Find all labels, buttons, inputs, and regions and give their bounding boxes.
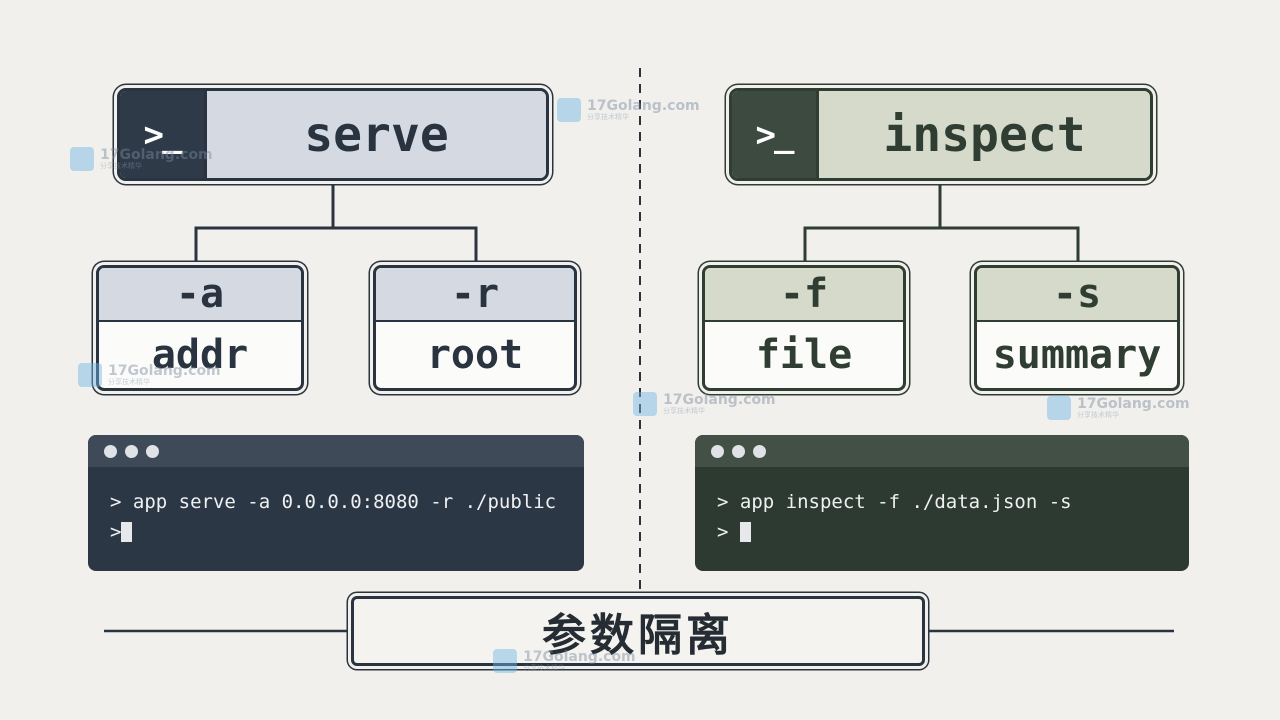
flag-box-s: -s summary: [974, 265, 1180, 391]
right-tree-connector: [803, 184, 1080, 266]
watermark-logo-icon: [70, 147, 94, 171]
watermark-logo-icon: [1047, 396, 1071, 420]
flag-value: root: [426, 332, 524, 378]
terminal-output: > app inspect -f ./data.json -s >: [695, 467, 1189, 547]
terminal-prompt-line: >: [110, 521, 122, 543]
window-dot-icon: [104, 444, 117, 458]
cursor-icon: [739, 522, 751, 542]
flag-key: -f: [705, 268, 903, 322]
serve-terminal-window: > app serve -a 0.0.0.0:8080 -r ./public …: [88, 435, 584, 571]
flag-value: summary: [992, 332, 1162, 378]
terminal-output: > app serve -a 0.0.0.0:8080 -r ./public …: [88, 467, 584, 547]
cursor-icon: [121, 522, 133, 542]
flag-box-r: -r root: [373, 265, 577, 391]
flag-key: -s: [977, 268, 1177, 322]
command-name: inspect: [816, 91, 1150, 178]
watermark-logo-icon: [78, 363, 102, 387]
watermark-logo-icon: [493, 649, 517, 673]
window-dot-icon: [711, 444, 724, 458]
window-dot-icon: [125, 444, 138, 458]
window-dot-icon: [753, 444, 766, 458]
flag-box-a: -a addr: [96, 265, 304, 391]
terminal-prompt-icon: >_: [120, 91, 204, 178]
flag-key: -r: [376, 268, 574, 322]
flag-value: addr: [151, 332, 249, 378]
inspect-command-box: >_ inspect: [729, 88, 1153, 181]
watermark-logo-icon: [633, 392, 657, 416]
command-name: serve: [204, 91, 546, 178]
page-title: 参数隔离: [351, 596, 925, 666]
left-tree-connector: [194, 184, 478, 266]
flag-box-f: -f file: [702, 265, 906, 391]
inspect-terminal-window: > app inspect -f ./data.json -s >: [695, 435, 1189, 571]
terminal-line: > app serve -a 0.0.0.0:8080 -r ./public: [110, 491, 557, 513]
serve-command-box: >_ serve: [117, 88, 549, 181]
flag-key: -a: [99, 268, 301, 322]
window-dot-icon: [732, 444, 745, 458]
terminal-line: > app inspect -f ./data.json -s: [717, 491, 1072, 513]
terminal-prompt-line: >: [717, 521, 740, 543]
terminal-title-bar: [695, 435, 1189, 467]
terminal-title-bar: [88, 435, 584, 467]
flag-value: file: [755, 332, 853, 378]
window-dot-icon: [146, 444, 159, 458]
watermark-logo-icon: [557, 98, 581, 122]
terminal-prompt-icon: >_: [732, 91, 816, 178]
